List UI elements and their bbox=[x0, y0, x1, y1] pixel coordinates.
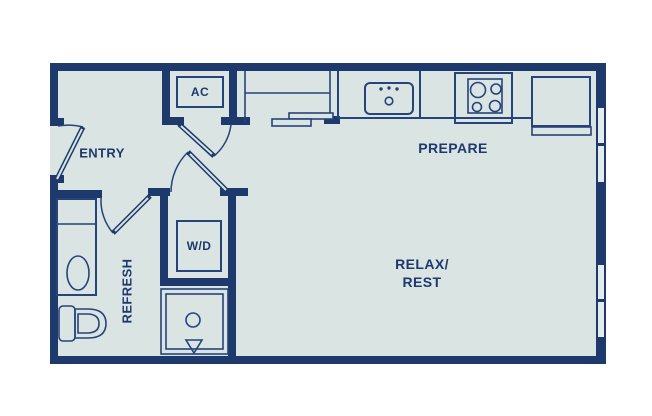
kitchen-counter bbox=[337, 71, 532, 119]
interior-walls bbox=[50, 71, 340, 356]
shelf-nook bbox=[244, 71, 334, 127]
window-upper bbox=[596, 108, 606, 182]
room-label-living-line2: REST bbox=[403, 274, 442, 290]
room-label-ac: AC bbox=[191, 85, 209, 99]
bathroom-door bbox=[100, 194, 152, 235]
toilet bbox=[58, 305, 107, 342]
shower-head-icon bbox=[184, 339, 204, 355]
vanity-sink bbox=[56, 198, 97, 296]
refrigerator bbox=[531, 76, 592, 136]
kitchen-sink bbox=[364, 82, 414, 115]
stove bbox=[454, 72, 513, 124]
ac-closet-door bbox=[177, 122, 232, 158]
entry-door bbox=[53, 124, 86, 183]
shower-drain-icon bbox=[185, 312, 201, 328]
room-labels: ENTRY AC PREPARE RELAX/ REST W/D REFRESH bbox=[79, 85, 487, 324]
shower bbox=[160, 288, 229, 355]
room-label-bath: REFRESH bbox=[120, 259, 135, 324]
ac-unit bbox=[176, 76, 224, 108]
window-lower bbox=[596, 265, 606, 337]
laundry-closet-door bbox=[170, 150, 230, 194]
room-label-kitchen: PREPARE bbox=[418, 140, 487, 156]
room-label-entry: ENTRY bbox=[79, 146, 125, 161]
washer-dryer bbox=[176, 220, 222, 272]
room-label-laundry: W/D bbox=[187, 239, 212, 253]
room-label-living-line1: RELAX/ bbox=[395, 256, 449, 272]
